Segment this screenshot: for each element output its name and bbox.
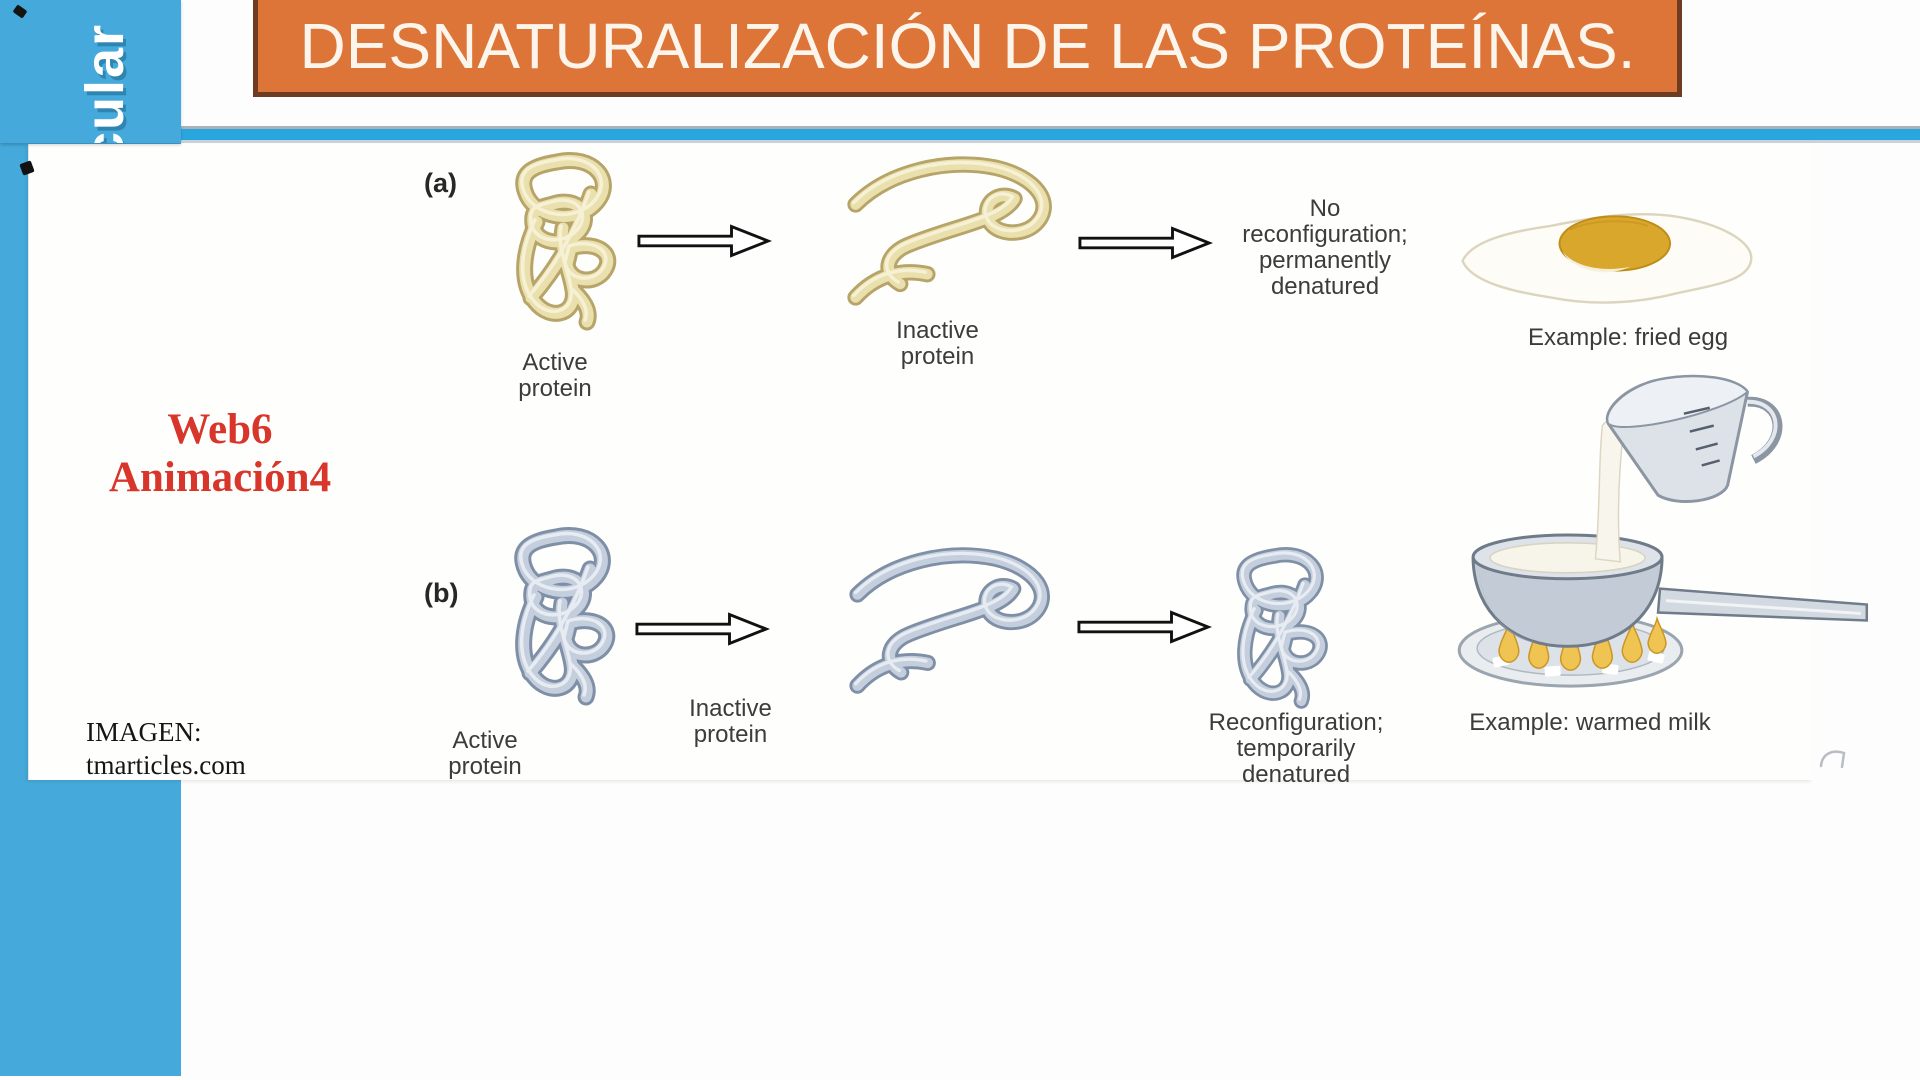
flames	[1498, 615, 1667, 671]
cup-tick-marks	[1683, 406, 1720, 467]
row-a-outcome-text: No reconfiguration; permanently denature…	[1242, 195, 1408, 300]
active-protein-a-caption: Active protein	[518, 349, 592, 402]
arrow-a2-icon	[1078, 227, 1211, 259]
row-a-example-caption: Example: fried egg	[1527, 324, 1729, 351]
inactive-protein-b-icon	[855, 553, 1042, 686]
inactive-protein-a-icon	[853, 162, 1044, 298]
refolded-protein-b-icon	[1242, 552, 1321, 702]
row-b-label: (b)	[424, 578, 459, 608]
row-b-example-caption: Example: warmed milk	[1469, 709, 1711, 736]
stray-squiggle-mark	[1819, 750, 1846, 769]
inactive-protein-b-caption: Inactive protein	[689, 695, 772, 748]
row-a-label: (a)	[424, 168, 457, 198]
page-title: DESNATURALIZACIÓN DE LAS PROTEÍNAS.	[299, 10, 1636, 82]
blue-divider-line	[181, 126, 1920, 143]
arrow-b1-icon	[635, 613, 768, 645]
warmed-milk-icon	[1457, 374, 1869, 688]
web-animation-note: Web6 Animación4	[108, 406, 332, 501]
active-protein-b-caption: Active protein	[448, 727, 522, 780]
active-protein-a-icon	[521, 158, 608, 322]
arrow-b2-icon	[1077, 611, 1210, 643]
active-protein-b-icon	[520, 533, 607, 697]
title-banner: DESNATURALIZACIÓN DE LAS PROTEÍNAS.	[253, 0, 1682, 97]
arrow-a1-icon	[637, 225, 770, 257]
fried-egg-icon	[1461, 213, 1753, 304]
inactive-protein-a-caption: Inactive protein	[896, 317, 979, 370]
row-b-outcome-text: Reconfiguration; temporarily denatured	[1208, 709, 1384, 788]
sidebar-vertical-text: cular	[75, 22, 135, 143]
sidebar-top-block: cular	[0, 0, 181, 143]
image-credit: IMAGEN: tmarticles.com	[86, 717, 246, 780]
